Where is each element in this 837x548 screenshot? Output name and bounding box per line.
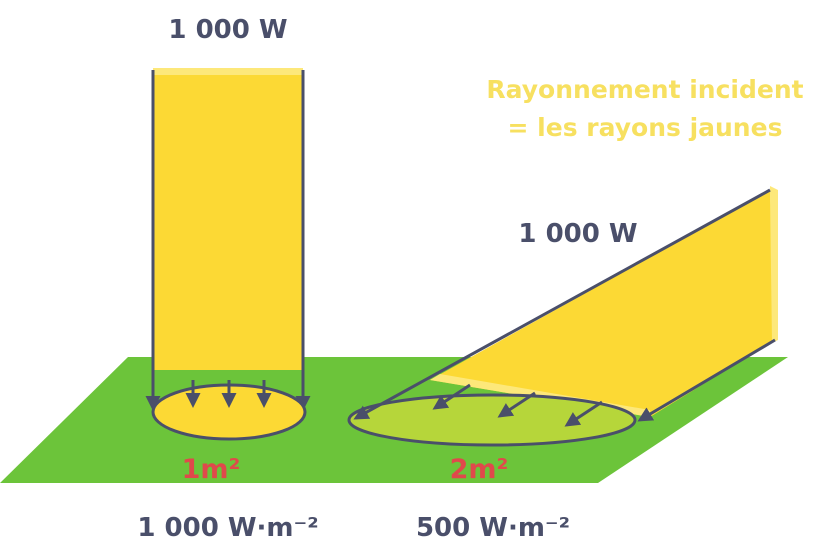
area-label-left: 1m² (182, 454, 241, 485)
legend-line-1: Rayonnement incident (486, 75, 803, 104)
legend-line-2: = les rayons jaunes (508, 113, 783, 142)
area-ellipse-right (347, 393, 637, 447)
ray-arrow (497, 391, 536, 418)
vertical-beam-top-edge (153, 68, 303, 75)
ray-arrow (564, 400, 603, 427)
ray-arrow (432, 383, 471, 410)
slanted-beam-top-edge (770, 186, 778, 343)
area-label-right: 2m² (450, 454, 509, 485)
power-label-left: 1 000 W (168, 15, 287, 45)
power-label-right: 1 000 W (518, 219, 637, 249)
flux-label-left: 1 000 W·m⁻² (137, 513, 318, 543)
vertical-beam (153, 70, 303, 370)
slanted-beam-bottom-ray (637, 338, 776, 422)
slanted-beam (430, 190, 775, 417)
flux-label-right: 500 W·m⁻² (416, 513, 570, 543)
slanted-beam-top-ray (353, 188, 771, 420)
